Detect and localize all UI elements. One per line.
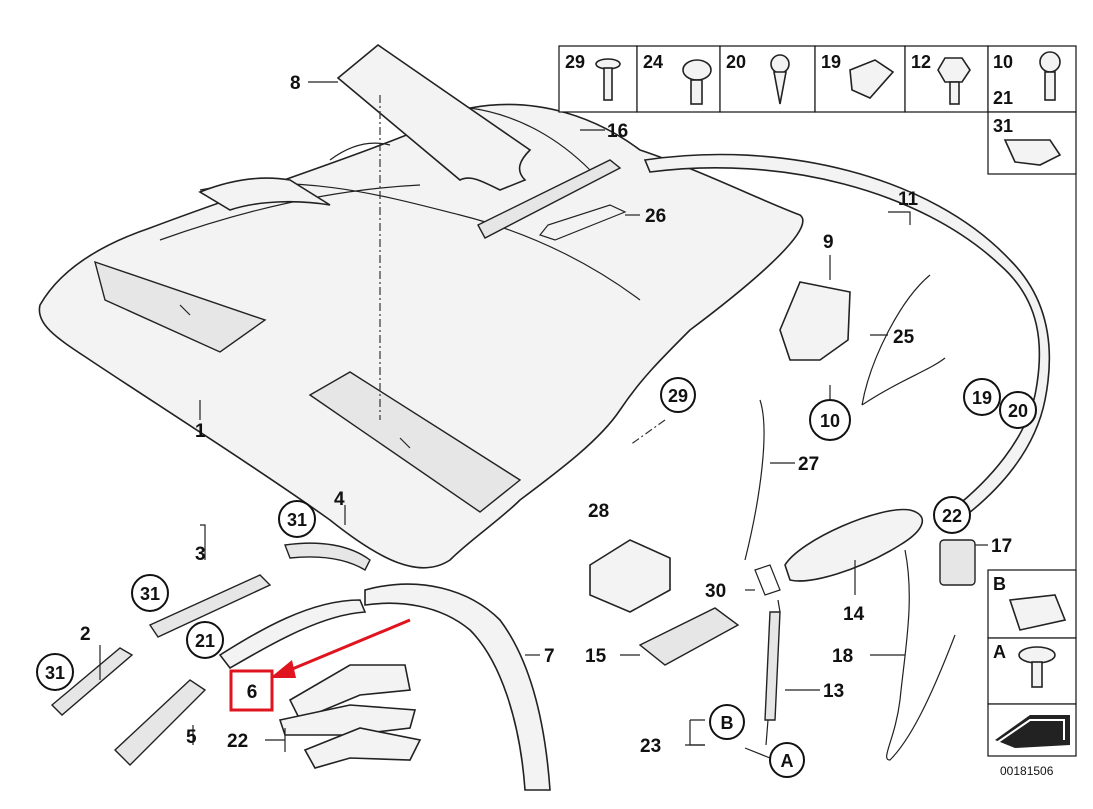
circled-31-top: 31 [278,500,316,538]
part-28-box [589,539,671,613]
legend-29: 29 [565,52,585,72]
rivet-a-icon [1018,646,1056,688]
part-13-strut [764,611,781,721]
circled-19: 19 [963,378,1001,416]
svg-text:A: A [781,751,794,771]
label-part-26: 26 [645,206,666,227]
part-17-clip [939,539,976,586]
part-5-trim [113,679,207,766]
label-part-14: 14 [843,604,865,625]
svg-text:22: 22 [942,506,962,526]
arrow-legend-icon [995,715,1070,748]
part-9-lock [779,281,851,361]
circled-22: 22 [933,496,971,534]
circled-29: 29 [660,377,696,413]
legend-10: 10 [993,52,1013,72]
part-18-cable [886,549,956,761]
part-25-cable [861,274,946,406]
label-part-6: 6 [247,682,258,703]
label-part-27: 27 [798,454,819,475]
circled-31-low: 31 [36,653,74,691]
label-part-8: 8 [290,73,301,94]
legend-21: 21 [993,88,1013,108]
bolt-12-icon [937,57,971,105]
roof-shell [38,103,804,569]
leader-lines [99,81,988,759]
label-part-18: 18 [832,646,853,667]
svg-text:31: 31 [287,510,307,530]
part-6-trim [218,599,367,670]
part-7-trim [364,583,551,791]
part-3-trim [148,574,272,638]
diagram-code: 00181506 [1000,764,1054,778]
label-part-23: 23 [640,736,661,757]
label-part-9: 9 [823,232,834,253]
svg-text:10: 10 [820,411,840,431]
part-2-trim [50,647,134,716]
label-part-1: 1 [195,421,206,442]
svg-text:20: 20 [1008,401,1028,421]
label-part-17: 17 [991,536,1012,557]
clip-31-icon [1003,139,1062,166]
label-part-30: 30 [705,581,726,602]
label-part-28: 28 [588,501,609,522]
legend-20: 20 [726,52,746,72]
screw-20-icon [770,54,790,105]
legend-31: 31 [993,116,1013,136]
part-16-strip [477,159,622,239]
part-15-strip [638,607,740,666]
legend-b: B [993,574,1006,594]
label-part-3: 3 [195,544,206,565]
legend-12: 12 [911,52,931,72]
circled-21: 21 [186,621,224,659]
part-4-trim [284,542,371,571]
part-30-bracket [754,564,781,596]
circled-20: 20 [999,391,1037,429]
label-part-7: 7 [544,646,555,667]
svg-text:31: 31 [140,584,160,604]
part-22-gasket-c [303,727,422,769]
legend-a: A [993,642,1006,662]
screw-10-icon [1039,51,1061,101]
highlight-arrowhead [270,660,296,678]
svg-text:31: 31 [45,663,65,683]
circled-10: 10 [809,399,851,441]
part-27-rod [744,399,765,561]
legend-24: 24 [643,52,663,72]
alignment-line [629,419,666,446]
part-8-cover [336,43,532,191]
legend-19: 19 [821,52,841,72]
circled-b: B [709,704,745,740]
svg-text:29: 29 [668,386,688,406]
label-part-13: 13 [823,681,844,702]
fastener-legend: 29 24 20 19 12 10 21 31 B A [558,45,1077,757]
part-14-pad [784,508,924,582]
svg-text:21: 21 [195,631,215,651]
label-part-22: 22 [227,731,248,752]
circled-31-mid: 31 [131,574,169,612]
label-part-25: 25 [893,327,915,348]
highlight-arrow [284,618,411,674]
part-13-rod [765,599,781,746]
label-part-16: 16 [607,121,628,142]
circled-a: A [769,742,805,778]
clip-b-icon [1008,594,1067,631]
bolt-24-icon [682,59,712,105]
svg-text:19: 19 [972,388,992,408]
clip-19-icon [849,59,895,99]
svg-text:B: B [721,713,734,733]
label-part-15: 15 [585,646,607,667]
label-part-2: 2 [80,624,91,645]
bolt-29-icon [595,58,621,101]
label-part-11: 11 [898,189,919,210]
label-part-4: 4 [334,489,345,510]
highlight-part-6: 6 [229,669,274,712]
label-part-5: 5 [186,727,197,748]
part-26-bracket [538,204,627,241]
